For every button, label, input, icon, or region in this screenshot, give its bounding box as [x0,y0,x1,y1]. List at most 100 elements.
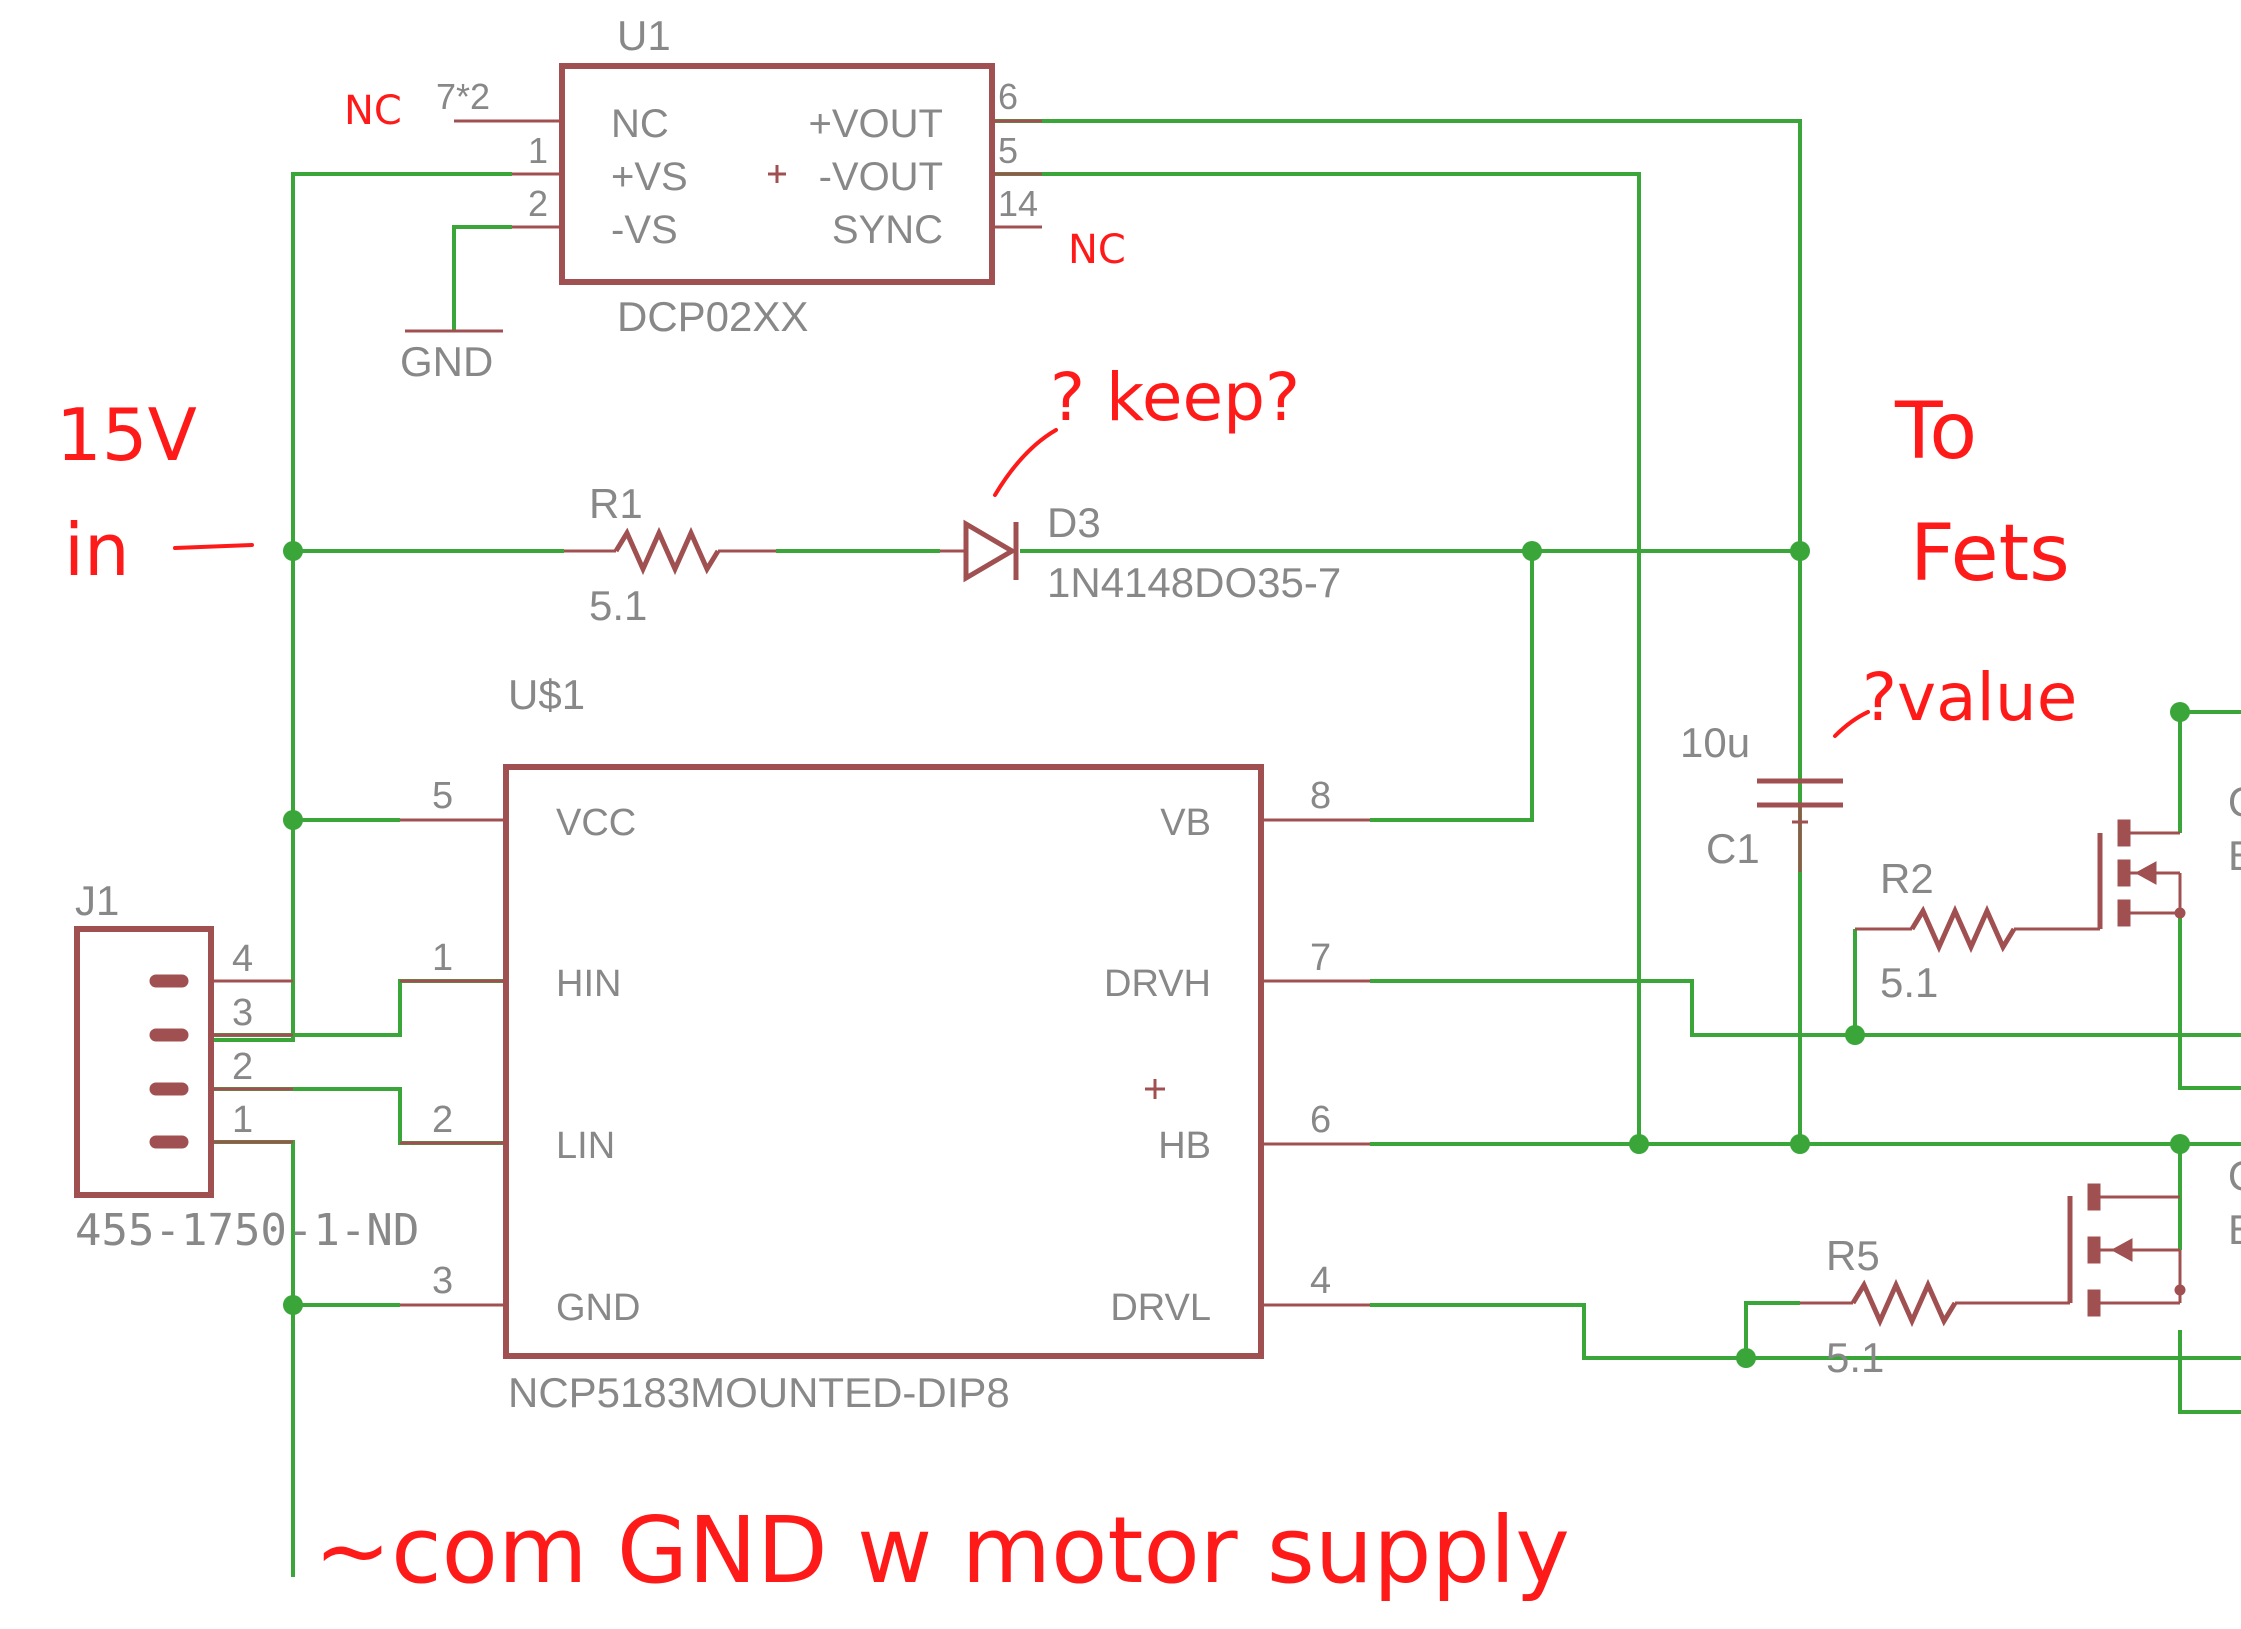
u1-pinnum-sync: 14 [998,183,1038,224]
junction-vout [1790,541,1810,561]
j1-ref: J1 [75,877,119,924]
d3-ref: D3 [1047,499,1101,546]
j1-value: 455-1750-1-ND [75,1205,419,1256]
annotation-fets: Fets [1910,509,2070,599]
fet-lower-letter-q: Q [2228,1152,2241,1199]
junction-hb-1 [1629,1134,1649,1154]
annotation-value: ?value [1862,659,2077,736]
u1-label-vout-minus: -VOUT [819,155,943,199]
u-s1-pinnum-vb: 8 [1310,775,1331,817]
u-s1-label-vcc: VCC [556,802,636,844]
u-s1-pinnum-gnd: 3 [432,1260,453,1302]
annotation-keep-leader [993,428,1058,497]
j1-contact-4 [149,974,189,988]
u1-pinnum-vs-minus: 2 [528,183,548,224]
j1-pinnum-2: 2 [232,1046,253,1088]
u-s1-component: U$1 NCP5183MOUNTED-DIP8 VCC HIN LIN GND … [400,671,1370,1416]
r1-ref: R1 [589,480,643,527]
junction-vcc [283,810,303,830]
c1-ref: C1 [1706,825,1760,872]
r5-component: R5 5.1 [1800,1232,2070,1381]
fet-upper-letter-q: Q [2228,778,2241,825]
wire-drvh [1370,979,2241,1037]
r2-component: R2 5.1 [1855,855,2100,1006]
fet-lower: Q B [2067,1152,2241,1317]
u-s1-pinnum-drvh: 7 [1310,937,1331,979]
r1-value: 5.1 [589,582,647,629]
annotation-in-dash [173,543,254,550]
r5-zigzag [1850,1278,1958,1328]
annotation-15v: 15V [56,393,197,477]
j1-contact-3 [149,1028,189,1042]
j1-pinnum-1: 1 [232,1099,253,1141]
r2-ref: R2 [1880,855,1934,902]
junction-hb-2 [1790,1134,1810,1154]
annotations: NC NC 15V in ? keep? To Fets ?value ~com… [56,88,2077,1604]
fet-lower-letter-b: B [2228,1206,2241,1253]
junction-gnd [283,1295,303,1315]
u-s1-label-hin: HIN [556,963,621,1005]
annotation-in: in [64,508,130,592]
j1-pinnum-3: 3 [232,992,253,1034]
u1-label-sync: SYNC [832,208,943,252]
d3-triangle [963,519,1017,583]
u1-pinnum-vout-minus: 5 [998,130,1018,171]
u1-pinnum-vs-plus: 1 [528,130,548,171]
d3-value: 1N4148DO35-7 [1047,559,1341,606]
r5-value: 5.1 [1826,1334,1884,1381]
u-s1-pinnum-lin: 2 [432,1099,453,1141]
r1-zigzag [613,526,721,576]
u-s1-pinnum-vcc: 5 [432,775,453,817]
wire-vs-rail [208,172,512,1042]
wire-fet-upper-source [2178,913,2241,1090]
u-s1-label-gnd: GND [556,1287,640,1329]
u-s1-label-hb: HB [1158,1125,1211,1167]
annotation-keep: ? keep? [1050,359,1300,436]
u-s1-label-vb: VB [1160,802,1211,844]
junction-fet-top [2170,702,2190,722]
junction-vb [1522,541,1542,561]
u1-label-vout-plus: +VOUT [809,102,943,146]
j1-contact-1 [149,1135,189,1149]
u1-label-vs-minus: -VS [611,208,678,252]
u1-value: DCP02XX [617,293,808,340]
gnd-label: GND [400,338,493,385]
u-s1-pinnum-drvl: 4 [1310,1260,1331,1302]
r1-component: R1 5.1 [564,480,776,629]
u1-label-nc: NC [611,102,669,146]
r5-ref: R5 [1826,1232,1880,1279]
u-s1-label-lin: LIN [556,1125,615,1167]
d3-component: D3 1N4148DO35-7 [940,499,1341,606]
c1-value: 10u [1680,719,1750,766]
u-s1-label-drvh: DRVH [1104,963,1211,1005]
junctions [283,541,2190,1368]
annotation-nc-top: NC [344,88,402,134]
wire-vout-minus [989,172,1641,1144]
c1-component: 10u C1 [1680,719,1843,872]
gnd-symbol: GND [400,329,503,385]
junction-drvh [1845,1025,1865,1045]
u1-label-vs-plus: +VS [611,155,688,199]
r2-zigzag [1909,904,2017,954]
annotation-to: To [1894,387,1977,477]
junction-hb-3 [2170,1134,2190,1154]
r2-value: 5.1 [1880,959,1938,1006]
wire-fet-lower-source [2178,1330,2241,1414]
annotation-common-gnd: ~com GND w motor supply [314,1497,1570,1604]
u-s1-label-drvl: DRVL [1110,1287,1211,1329]
junction-input [283,541,303,561]
u-s1-value: NCP5183MOUNTED-DIP8 [508,1369,1010,1416]
annotation-nc-sync: NC [1068,227,1126,273]
fet-upper: Q B [2097,778,2241,929]
annotation-value-leader [1833,710,1870,738]
j1-contact-2 [149,1082,189,1096]
u1-origin-cross [768,165,786,183]
u-s1-origin-cross [1145,1079,1165,1099]
u1-pinnum-vout-plus: 6 [998,76,1018,117]
wire-vs-minus-gnd [452,225,512,330]
wire-r5-in [1744,1301,1800,1358]
junction-drvl [1736,1348,1756,1368]
u1-component: U1 DCP02XX NC +VS -VS +VOUT -VOUT SYNC 7… [436,12,1042,340]
fet-upper-letter-b: B [2228,832,2241,879]
